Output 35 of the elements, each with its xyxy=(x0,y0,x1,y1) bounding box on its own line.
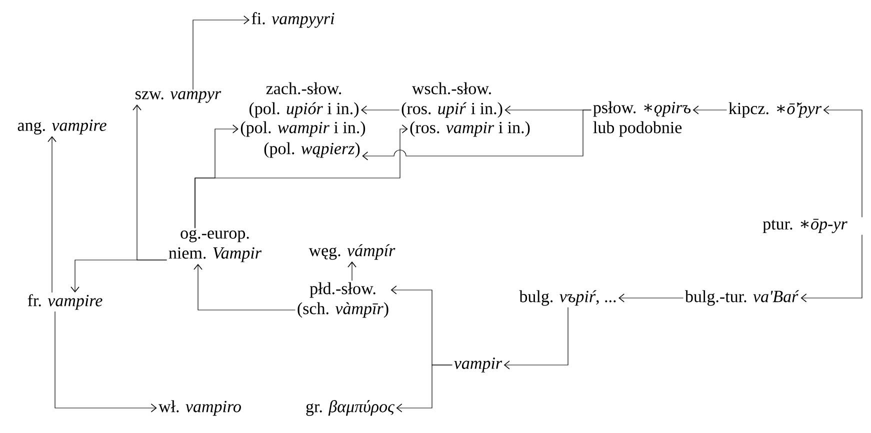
word-label: fi. vampyyri xyxy=(252,12,334,28)
word-label: (pol. wąpierz) xyxy=(264,142,360,158)
arrow xyxy=(823,106,862,218)
word-label: wsch.-słow. (ros. upiŕ i in.) xyxy=(402,82,502,118)
word-label: ptur. ∗ōp-yr xyxy=(762,218,848,234)
word-label: fr. vampire xyxy=(28,294,102,310)
word-label: psłow. ∗ǫpirъ lub podobnie xyxy=(593,101,691,137)
arrow xyxy=(396,364,452,412)
word-label: płd.-słow. (sch. vàmpīr) xyxy=(298,282,388,318)
word-label: szw. vampyr xyxy=(136,91,222,103)
word-label: zach.-słow. (pol. upiór i in.) xyxy=(249,82,359,118)
word-label: bulg. vъpiŕ, ... xyxy=(519,290,616,306)
word-label: vampir xyxy=(454,358,502,372)
arrow xyxy=(692,106,728,114)
arrow xyxy=(360,106,400,114)
arrow xyxy=(70,260,168,292)
word-label: kipcz. ∗ō̆'pyr xyxy=(728,102,822,118)
arrow xyxy=(362,110,592,160)
word-label: wł. vampiro xyxy=(158,400,241,416)
word-label: ang. vampire xyxy=(18,120,106,134)
word-label: og.-europ. niem. Vampir xyxy=(168,230,262,262)
arrow xyxy=(194,264,296,310)
arrow xyxy=(618,294,684,302)
word-label: gr. βαμπύρος xyxy=(306,400,394,416)
arrow xyxy=(504,307,568,370)
arrow xyxy=(348,261,356,281)
word-label: węg. vámpír xyxy=(308,244,396,260)
word-label: (ros. vampir i in.) xyxy=(410,121,530,137)
arrow xyxy=(800,234,862,302)
arrow xyxy=(48,136,56,293)
arrow xyxy=(54,311,157,412)
word-label: (pol. wampir i in.) xyxy=(240,121,366,137)
arrow xyxy=(192,16,250,90)
word-label: bulg.-tur. va'Baŕ xyxy=(684,290,800,306)
arrow xyxy=(194,124,408,228)
